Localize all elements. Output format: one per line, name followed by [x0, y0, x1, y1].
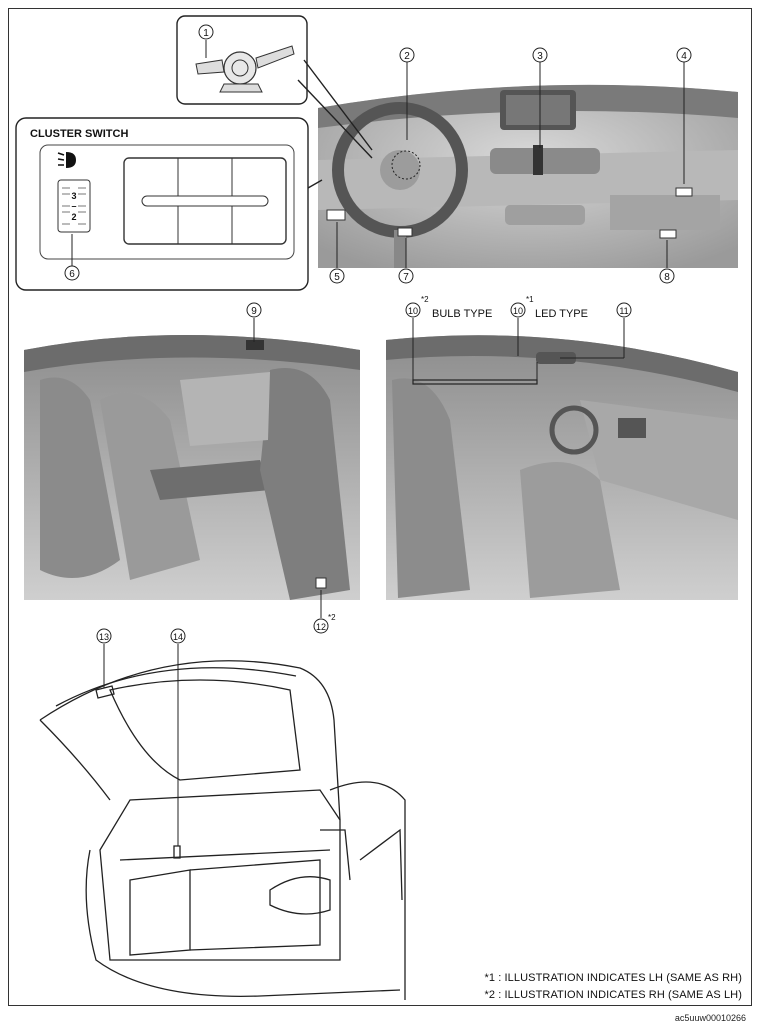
svg-text:11: 11	[619, 306, 628, 316]
indicator-value-mid: –	[71, 201, 76, 211]
liftgate-illustration	[39, 660, 406, 1000]
leveling-indicator	[57, 179, 91, 233]
callout-11: 11	[616, 302, 632, 318]
callout-1: 1	[198, 24, 214, 40]
svg-text:13: 13	[99, 632, 109, 642]
svg-text:2: 2	[404, 51, 410, 62]
indicator-value-top: 3	[71, 191, 76, 201]
component-marker	[659, 229, 677, 239]
svg-text:3: 3	[537, 51, 543, 62]
superscript-note-1: *1	[526, 295, 534, 304]
svg-text:8: 8	[664, 272, 670, 283]
callout-10-bulb: 10 *2	[405, 295, 429, 318]
svg-text:7: 7	[403, 272, 409, 283]
callout-10-led: 10 *1	[510, 295, 534, 318]
figure-id: ac5uuw00010266	[674, 1013, 746, 1023]
leader-line	[297, 79, 373, 159]
svg-text:14: 14	[173, 632, 183, 642]
callout-13: 13	[96, 628, 112, 644]
component-marker	[326, 209, 346, 221]
cluster-switch-title: CLUSTER SWITCH	[30, 128, 128, 140]
superscript-note-2: *2	[328, 613, 336, 622]
component-marker	[675, 187, 693, 197]
callout-14: 14	[170, 628, 186, 644]
svg-text:10: 10	[513, 306, 523, 316]
rear-seat-illustration	[24, 335, 360, 600]
callout-12: 12 *2	[313, 613, 336, 634]
svg-text:10: 10	[408, 306, 418, 316]
component-marker	[397, 227, 413, 237]
svg-text:1: 1	[203, 28, 209, 39]
bulb-type-label: BULB TYPE	[432, 308, 492, 320]
svg-text:9: 9	[251, 306, 257, 317]
callout-2: 2	[399, 47, 415, 63]
leader-line	[303, 59, 373, 151]
svg-text:4: 4	[681, 51, 687, 62]
combination-switch-drawing	[195, 45, 295, 93]
callout-3: 3	[532, 47, 548, 63]
svg-text:12: 12	[316, 622, 326, 632]
callout-4: 4	[676, 47, 692, 63]
callout-5: 5	[329, 268, 345, 284]
svg-text:6: 6	[69, 269, 75, 280]
front-interior-illustration	[386, 335, 738, 600]
footnote-1: *1 : ILLUSTRATION INDICATES LH (SAME AS …	[484, 972, 742, 984]
callout-9: 9	[246, 302, 262, 318]
dashboard-illustration	[318, 84, 738, 268]
indicator-value-bottom: 2	[71, 212, 76, 222]
callout-8: 8	[659, 268, 675, 284]
led-type-label: LED TYPE	[535, 308, 588, 320]
figure-frame	[8, 8, 752, 1006]
callout-6: 6	[64, 265, 80, 281]
superscript-note-2: *2	[421, 295, 429, 304]
footnote-2: *2 : ILLUSTRATION INDICATES RH (SAME AS …	[484, 989, 742, 1001]
callout-7: 7	[398, 268, 414, 284]
headlight-leveling-icon	[57, 152, 76, 168]
svg-text:5: 5	[334, 272, 340, 283]
